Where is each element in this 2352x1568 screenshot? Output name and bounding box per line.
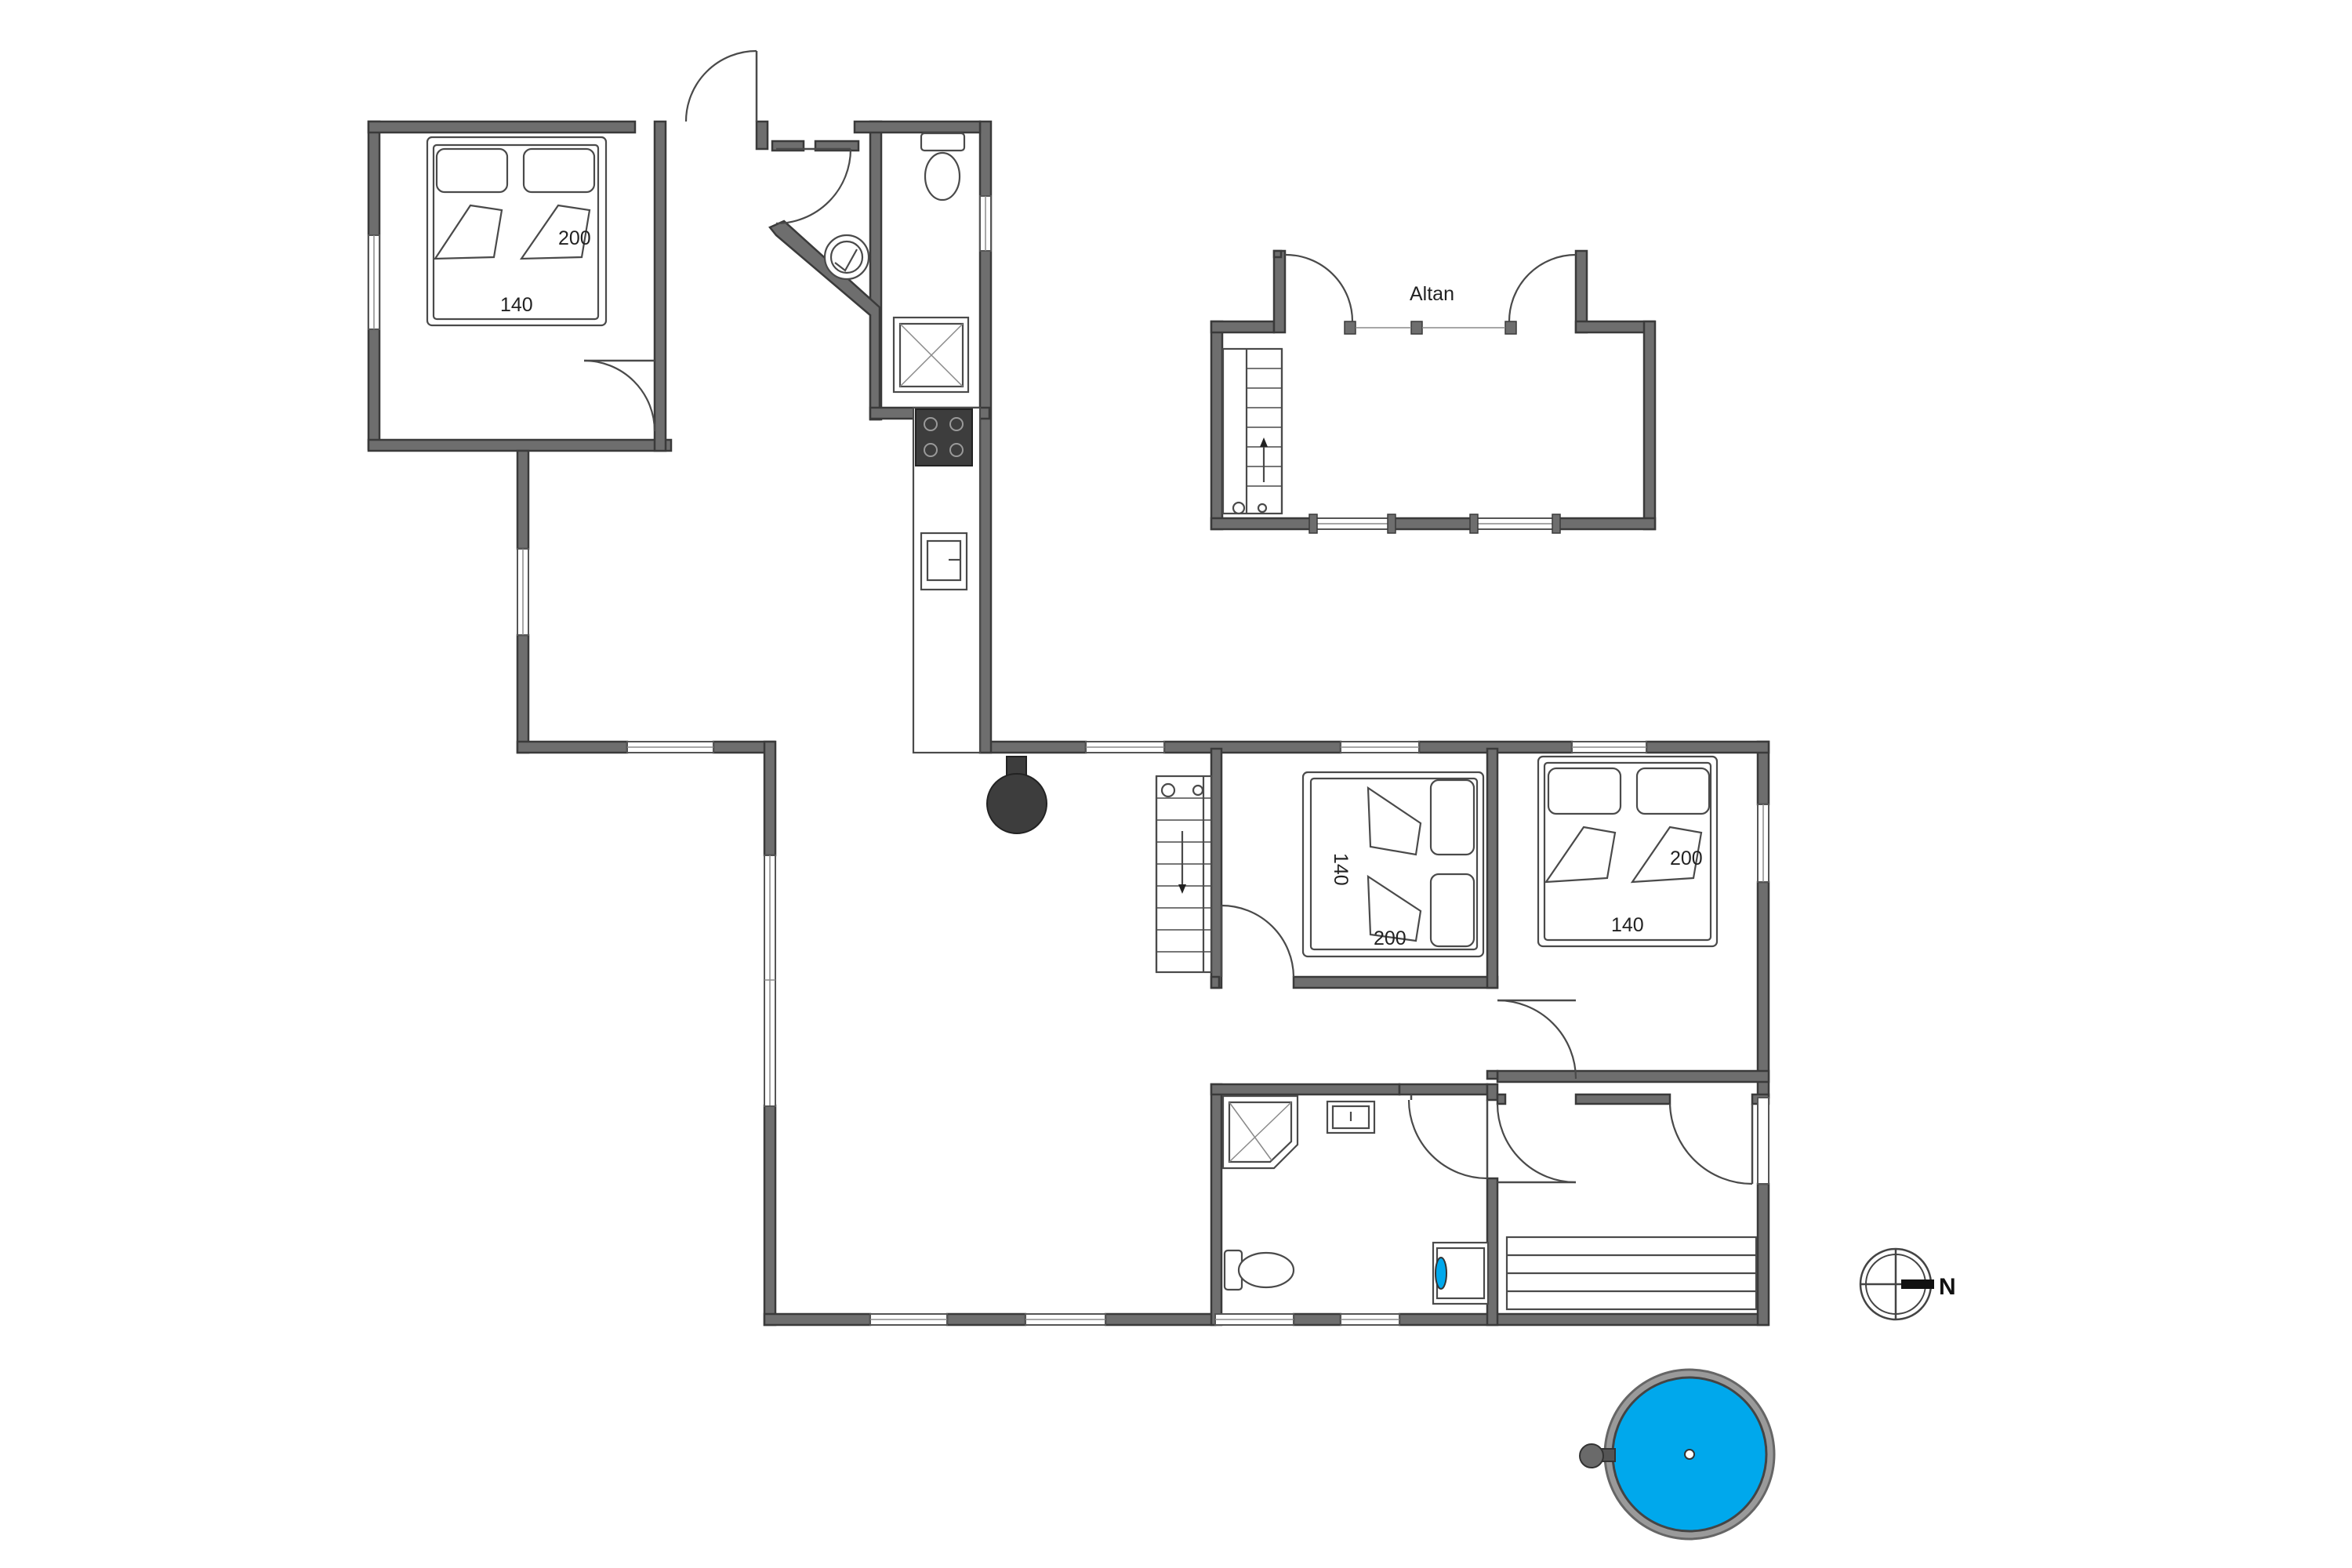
- altan-label: Altan: [1410, 283, 1454, 305]
- bathroom-south: [1221, 1094, 1376, 1291]
- hob-icon: [915, 408, 973, 466]
- altan-upper-floor: [1210, 249, 1657, 531]
- bed-se-length-label: 200: [1670, 848, 1703, 869]
- double-bed-sw: 200 140: [1301, 771, 1485, 958]
- bed-nw-length-label: 200: [558, 227, 591, 249]
- hob-burners: [924, 417, 964, 457]
- stairs-lower: [1155, 775, 1213, 974]
- stairs-upper: [1221, 347, 1283, 515]
- toilet-icon: [1223, 1249, 1295, 1291]
- bed-sw-length-label: 200: [1374, 927, 1406, 949]
- bed-nw-width-label: 140: [500, 294, 533, 316]
- utility-room: [1432, 1236, 1758, 1311]
- double-bed-se: 200 140: [1537, 755, 1719, 948]
- north-label: N: [1939, 1274, 1956, 1300]
- doors: [583, 49, 1754, 1185]
- kitchen: [912, 406, 982, 754]
- bed-sw-width-label: 140: [1330, 853, 1352, 886]
- double-bed-nw: 200 140: [426, 136, 608, 327]
- toilet-icon: [920, 132, 966, 201]
- sink-icon: [1326, 1100, 1376, 1134]
- hot-tub-icon: [1579, 1368, 1776, 1541]
- bed-se-width-label: 140: [1611, 914, 1644, 936]
- compass-icon: N: [1859, 1247, 1956, 1321]
- washbasin-round: [823, 234, 870, 281]
- washing-machine-icon: [1432, 1241, 1490, 1305]
- bench: [1505, 1236, 1758, 1311]
- windows: [368, 195, 1769, 1326]
- bathroom-north: [823, 132, 970, 394]
- wood-stove-icon: [986, 756, 1047, 834]
